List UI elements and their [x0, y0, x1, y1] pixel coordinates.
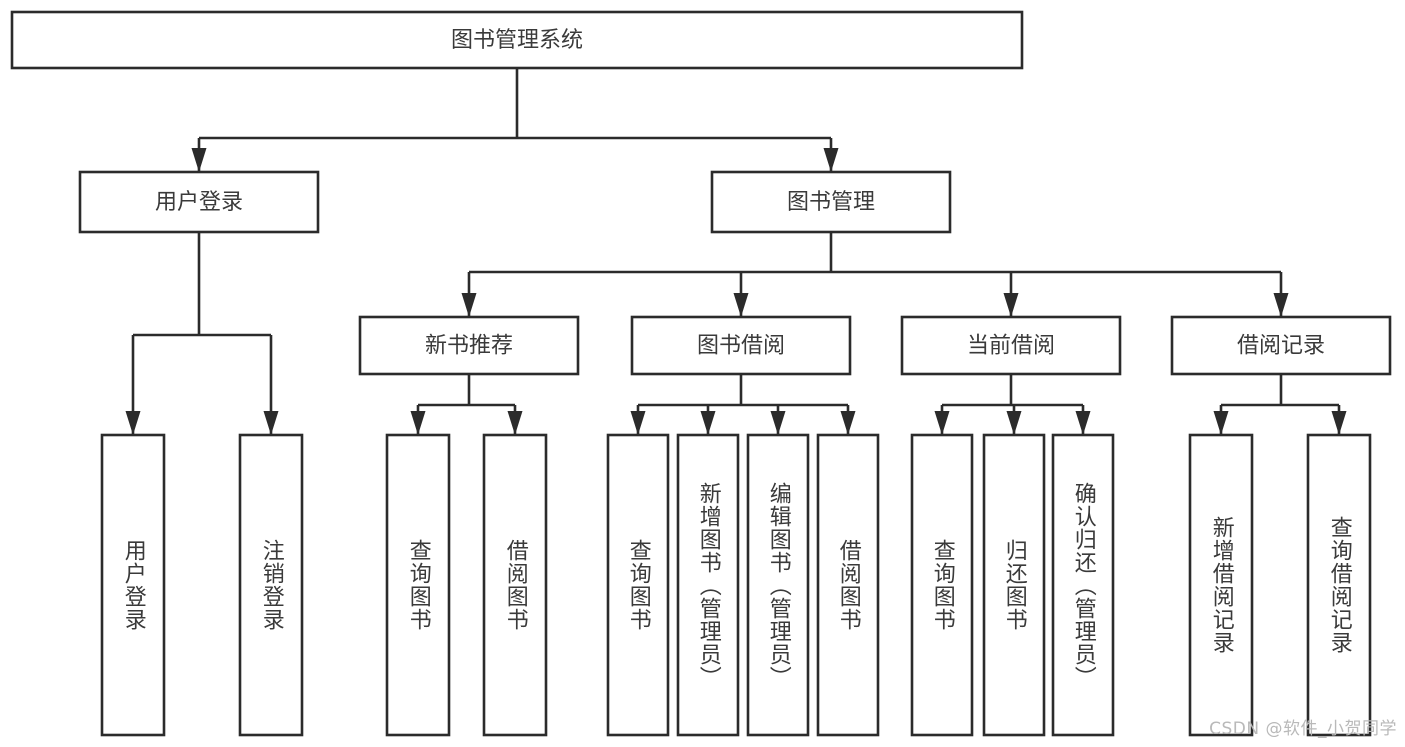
arrow-head-icon-leaf-user-login [125, 411, 141, 435]
node-box-root [10, 10, 1024, 70]
arrow-head-icon-leaf-return-book [1006, 411, 1022, 435]
node-leaf-query-book-1[interactable] [385, 433, 451, 737]
node-box-leaf-query-book-1 [385, 433, 451, 737]
node-leaf-logout[interactable] [238, 433, 304, 737]
arrow-head-icon-book-manage [823, 148, 839, 172]
node-box-book-manage [710, 170, 952, 234]
arrow-head-icon-leaf-query-book-2 [630, 411, 646, 435]
node-current-borrow[interactable]: 当前借阅 [900, 315, 1122, 376]
node-leaf-borrow-book-1[interactable] [482, 433, 548, 737]
arrow-head-icon-leaf-add-book [700, 411, 716, 435]
node-box-new-book-rec [358, 315, 580, 376]
node-borrow-record[interactable]: 借阅记录 [1170, 315, 1392, 376]
arrow-head-icon-leaf-query-record [1331, 411, 1347, 435]
node-box-leaf-logout [238, 433, 304, 737]
node-leaf-add-book[interactable] [676, 433, 740, 737]
arrow-head-icon-user-login [191, 148, 207, 172]
node-label-user-login: 用户登录 [155, 190, 243, 215]
arrow-head-icon-leaf-logout [263, 411, 279, 435]
arrow-head-icon-leaf-query-book-3 [934, 411, 950, 435]
node-label-root: 图书管理系统 [451, 28, 583, 53]
arrow-head-icon-leaf-edit-book [770, 411, 786, 435]
arrow-head-icon-book-borrow [733, 293, 749, 317]
node-box-leaf-edit-book [746, 433, 810, 737]
node-leaf-edit-book[interactable] [746, 433, 810, 737]
node-root[interactable]: 图书管理系统 [10, 10, 1024, 70]
node-box-book-borrow [630, 315, 852, 376]
arrow-head-icon-leaf-confirm-return [1075, 411, 1091, 435]
node-leaf-user-login[interactable] [100, 433, 166, 737]
node-leaf-query-book-2[interactable] [606, 433, 670, 737]
node-box-borrow-record [1170, 315, 1392, 376]
arrow-head-icon-current-borrow [1003, 293, 1019, 317]
node-box-leaf-query-record [1306, 433, 1372, 737]
node-label-current-borrow: 当前借阅 [967, 334, 1055, 359]
node-label-new-book-rec: 新书推荐 [425, 334, 513, 359]
node-box-leaf-query-book-2 [606, 433, 670, 737]
node-box-leaf-confirm-return [1051, 433, 1115, 737]
node-label-book-manage: 图书管理 [787, 190, 875, 215]
node-leaf-return-book[interactable] [982, 433, 1046, 737]
node-box-leaf-query-book-3 [910, 433, 974, 737]
node-user-login[interactable]: 用户登录 [78, 170, 320, 234]
arrow-head-icon-leaf-add-record [1213, 411, 1229, 435]
node-label-borrow-record: 借阅记录 [1237, 334, 1325, 359]
node-box-current-borrow [900, 315, 1122, 376]
node-box-leaf-add-record [1188, 433, 1254, 737]
arrow-head-icon-leaf-query-book-1 [410, 411, 426, 435]
arrow-head-icon-leaf-borrow-book-1 [507, 411, 523, 435]
node-box-leaf-user-login [100, 433, 166, 737]
node-label-book-borrow: 图书借阅 [697, 334, 785, 359]
edges-layer [125, 68, 1347, 435]
node-box-leaf-borrow-book-1 [482, 433, 548, 737]
arrow-head-icon-leaf-borrow-book-2 [840, 411, 856, 435]
arrow-head-icon-new-book-rec [461, 293, 477, 317]
watermark-text: CSDN @软件_小贺同学 [1209, 719, 1397, 739]
node-leaf-borrow-book-2[interactable] [816, 433, 880, 737]
node-leaf-query-record[interactable] [1306, 433, 1372, 737]
node-book-borrow[interactable]: 图书借阅 [630, 315, 852, 376]
node-book-manage[interactable]: 图书管理 [710, 170, 952, 234]
arrow-head-icon-borrow-record [1273, 293, 1289, 317]
node-box-leaf-borrow-book-2 [816, 433, 880, 737]
node-box-leaf-add-book [676, 433, 740, 737]
node-leaf-query-book-3[interactable] [910, 433, 974, 737]
node-box-leaf-return-book [982, 433, 1046, 737]
node-box-user-login [78, 170, 320, 234]
node-leaf-add-record[interactable] [1188, 433, 1254, 737]
node-new-book-rec[interactable]: 新书推荐 [358, 315, 580, 376]
node-leaf-confirm-return[interactable] [1051, 433, 1115, 737]
